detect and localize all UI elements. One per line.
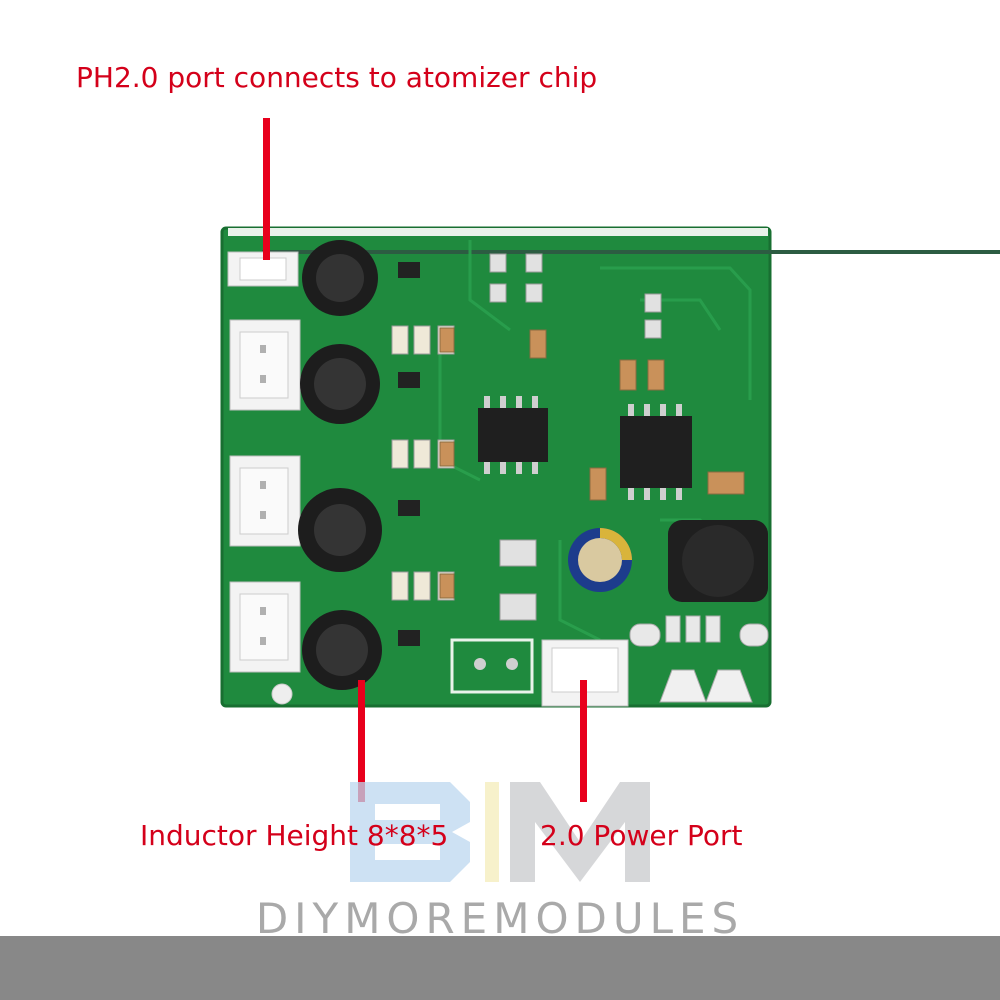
top-leader-line	[263, 118, 270, 260]
power-port-callout: 2.0 Power Port	[540, 819, 743, 852]
atomizer-port-callout: PH2.0 port connects to atomizer chip	[76, 61, 598, 94]
watermark-logo	[350, 782, 650, 882]
right-leader-line	[580, 680, 587, 802]
left-leader-line	[358, 680, 365, 802]
watermark-brand: DIYMOREMODULES	[255, 894, 745, 943]
connector-j4	[227, 251, 299, 287]
bottom-band	[0, 936, 1000, 1000]
inductor-height-callout: Inductor Height 8*8*5	[140, 819, 449, 852]
